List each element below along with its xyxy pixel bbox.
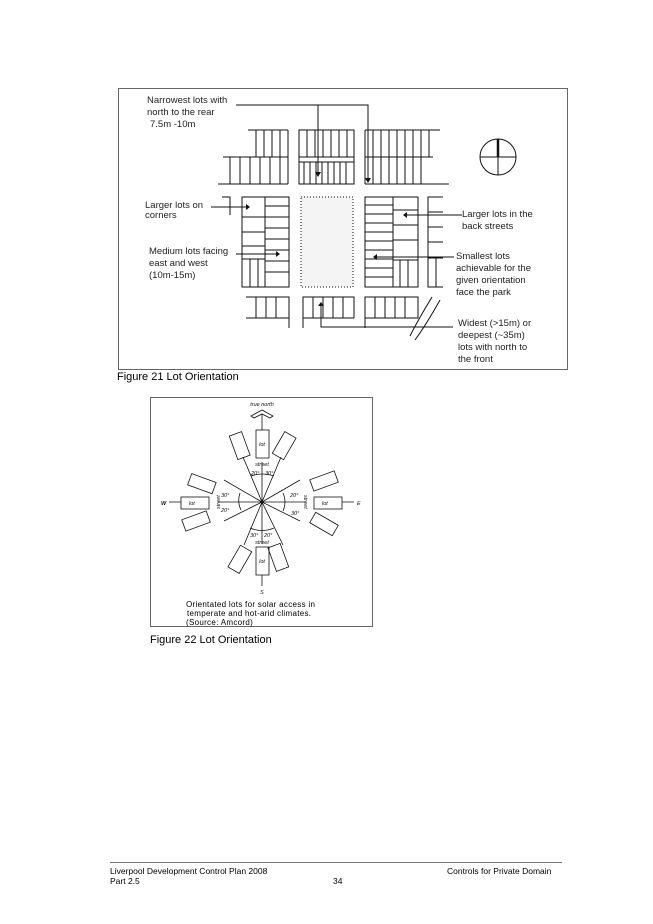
text-line: Smallest lots	[456, 251, 510, 262]
angle-label: 20°	[250, 471, 260, 477]
true-north-label: true north	[250, 402, 274, 408]
angle-label: 30°	[221, 493, 230, 499]
figure-22-caption: Figure 22 Lot Orientation	[150, 634, 272, 646]
lot-label: lot	[189, 501, 195, 507]
text-line: corners	[145, 210, 177, 221]
street-label: street	[216, 495, 222, 509]
north-compass-icon	[479, 138, 517, 176]
sun-rays	[218, 456, 306, 546]
angle-label: 20°	[263, 533, 273, 539]
lot-label: lot	[322, 501, 328, 507]
street-label: street	[255, 540, 269, 546]
text-line: Medium lots facing	[149, 246, 229, 257]
label-narrowest-lots: Narrowest lots with north to the rear 7.…	[147, 95, 227, 131]
label-widest-lots: Widest (>15m) or deepest (~35m) lots wit…	[458, 318, 531, 366]
text-line: Narrowest lots with	[147, 95, 228, 106]
lots	[169, 429, 354, 586]
angle-label: 30°	[265, 471, 274, 477]
text-line: Larger lots in the	[462, 209, 533, 220]
label-corner-lots: Larger lots on corners	[145, 201, 203, 221]
text-line: lots with north to	[458, 342, 528, 353]
text-line: north to the rear	[147, 107, 215, 118]
text-line: achievable for the	[456, 263, 531, 274]
document-title: Liverpool Development Control Plan 2008	[110, 866, 268, 876]
footer-divider	[110, 862, 562, 863]
footer-left: Liverpool Development Control Plan 2008 …	[110, 866, 267, 886]
text-line: the front	[458, 354, 493, 365]
text-line: temperate and hot-arid climates.	[187, 609, 312, 618]
page-number: 34	[333, 876, 343, 886]
bottom-blocks	[246, 296, 441, 341]
text-line: Widest (>15m) or	[458, 318, 532, 329]
top-blocks	[218, 129, 449, 185]
text-line: Orientated lots for solar access in	[186, 600, 316, 609]
angle-label: 30°	[291, 511, 300, 517]
text-line: face the park	[456, 287, 511, 298]
figure-22-note: Orientated lots for solar access in temp…	[186, 600, 315, 627]
label-back-street-lots: Larger lots in the back streets	[462, 209, 533, 233]
text-line: east and west	[149, 258, 208, 269]
angle-label: 20°	[289, 493, 299, 499]
text-line: deepest (~35m)	[458, 330, 525, 341]
arrowheads	[246, 172, 407, 306]
west-label: W	[161, 501, 167, 507]
document-part: Part 2.5	[110, 876, 140, 886]
middle-blocks	[222, 196, 443, 288]
street-label: street	[302, 495, 308, 509]
text-line: (10m-15m)	[149, 270, 196, 281]
street-label: street	[255, 462, 269, 468]
figure-22	[150, 397, 373, 627]
label-smallest-lots: Smallest lots achievable for the given o…	[456, 251, 531, 299]
text-line: (Source: Amcord)	[186, 618, 254, 627]
footer-right: Controls for Private Domain	[447, 866, 552, 876]
figure-21-caption: Figure 21 Lot Orientation	[117, 371, 239, 383]
text-line: 7.5m -10m	[150, 119, 196, 130]
lot-label: lot	[259, 442, 265, 448]
south-label: S	[260, 590, 264, 596]
text-line: back streets	[462, 221, 514, 232]
text-line: Larger lots on	[145, 200, 204, 211]
east-label: E	[357, 501, 361, 507]
angle-label: 20°	[220, 508, 230, 514]
figure-21	[118, 88, 568, 370]
label-medium-lots: Medium lots facing east and west (10m-15…	[149, 246, 228, 282]
true-north-arrow-icon	[250, 409, 274, 430]
text-line: given orientation	[456, 275, 526, 286]
leader-lines	[211, 104, 462, 328]
angle-label: 30°	[250, 533, 259, 539]
lot-label: lot	[259, 559, 265, 565]
